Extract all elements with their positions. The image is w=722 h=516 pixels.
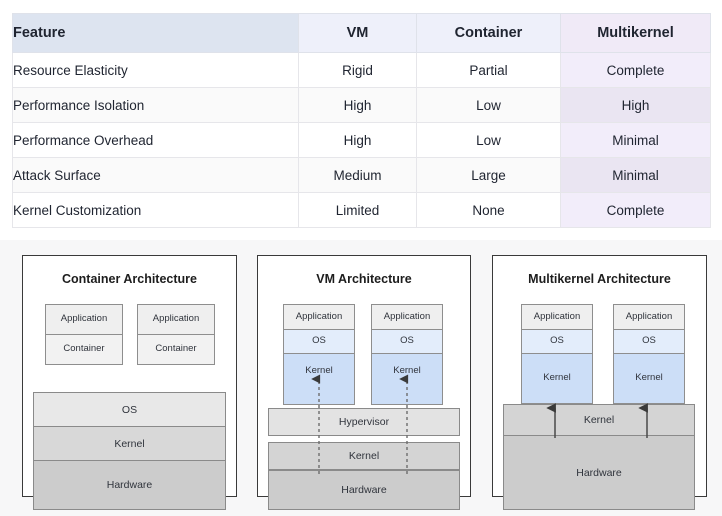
panel-title-multikernel: Multikernel Architecture xyxy=(528,272,671,286)
cell-feature: Performance Isolation xyxy=(12,87,299,123)
column-header-vm: VM xyxy=(298,13,417,53)
table-row: Performance Isolation High Low High xyxy=(12,87,711,123)
layer-hardware: Hardware xyxy=(503,435,695,510)
layer-kernel: Kernel xyxy=(268,442,460,470)
block-os: OS xyxy=(283,329,355,354)
block-application: Application xyxy=(521,304,593,330)
table-row: Attack Surface Medium Large Minimal xyxy=(12,157,711,193)
cell-vm: Medium xyxy=(298,157,417,193)
cell-multikernel: Complete xyxy=(560,192,711,228)
architecture-diagrams-section: Container Architecture Application Conta… xyxy=(0,240,722,516)
comparison-table-section: Feature VM Container Multikernel Resourc… xyxy=(0,0,722,240)
cell-feature: Kernel Customization xyxy=(12,192,299,228)
block-container: Container xyxy=(137,334,215,365)
table-row: Resource Elasticity Rigid Partial Comple… xyxy=(12,52,711,88)
cell-vm: Limited xyxy=(298,192,417,228)
container-stack-2: Application Container xyxy=(137,304,215,365)
feature-comparison-table: Feature VM Container Multikernel Resourc… xyxy=(12,13,711,228)
layer-kernel: Kernel xyxy=(33,426,226,461)
block-application: Application xyxy=(283,304,355,330)
cell-feature: Attack Surface xyxy=(12,157,299,193)
container-stack-1: Application Container xyxy=(45,304,123,365)
cell-vm: High xyxy=(298,122,417,158)
column-header-multikernel: Multikernel xyxy=(560,13,711,53)
layer-hardware: Hardware xyxy=(33,460,226,510)
block-application: Application xyxy=(137,304,215,335)
table-row: Performance Overhead High Low Minimal xyxy=(12,122,711,158)
column-header-feature: Feature xyxy=(12,13,299,53)
multikernel-stack-2: Application OS Kernel xyxy=(613,304,685,404)
block-os: OS xyxy=(613,329,685,354)
block-container: Container xyxy=(45,334,123,365)
cell-multikernel: High xyxy=(560,87,711,123)
cell-container: None xyxy=(416,192,561,228)
cell-multikernel: Minimal xyxy=(560,122,711,158)
diagram-panel-vm: VM Architecture Application OS Kernel Ap… xyxy=(257,255,471,510)
layer-hardware: Hardware xyxy=(268,470,460,510)
cell-multikernel: Minimal xyxy=(560,157,711,193)
layer-hypervisor: Hypervisor xyxy=(268,408,460,436)
diagram-panel-container: Container Architecture Application Conta… xyxy=(22,255,237,510)
block-kernel: Kernel xyxy=(371,353,443,405)
multikernel-stack-1: Application OS Kernel xyxy=(521,304,593,404)
vm-stack-2: Application OS Kernel xyxy=(371,304,443,405)
cell-vm: Rigid xyxy=(298,52,417,88)
table-row: Kernel Customization Limited None Comple… xyxy=(12,192,711,228)
panel-title-vm: VM Architecture xyxy=(316,272,412,286)
cell-vm: High xyxy=(298,87,417,123)
cell-container: Large xyxy=(416,157,561,193)
block-application: Application xyxy=(45,304,123,335)
diagram-panel-multikernel: Multikernel Architecture Application OS … xyxy=(492,255,707,510)
layer-kernel: Kernel xyxy=(503,404,695,436)
block-kernel: Kernel xyxy=(283,353,355,405)
block-os: OS xyxy=(371,329,443,354)
column-header-container: Container xyxy=(416,13,561,53)
cell-container: Partial xyxy=(416,52,561,88)
cell-container: Low xyxy=(416,122,561,158)
cell-feature: Resource Elasticity xyxy=(12,52,299,88)
cell-container: Low xyxy=(416,87,561,123)
block-application: Application xyxy=(371,304,443,330)
panel-title-container: Container Architecture xyxy=(62,272,197,286)
block-application: Application xyxy=(613,304,685,330)
cell-feature: Performance Overhead xyxy=(12,122,299,158)
block-kernel: Kernel xyxy=(613,353,685,404)
layer-os: OS xyxy=(33,392,226,427)
block-os: OS xyxy=(521,329,593,354)
cell-multikernel: Complete xyxy=(560,52,711,88)
vm-stack-1: Application OS Kernel xyxy=(283,304,355,405)
block-kernel: Kernel xyxy=(521,353,593,404)
table-header-row: Feature VM Container Multikernel xyxy=(12,13,711,53)
